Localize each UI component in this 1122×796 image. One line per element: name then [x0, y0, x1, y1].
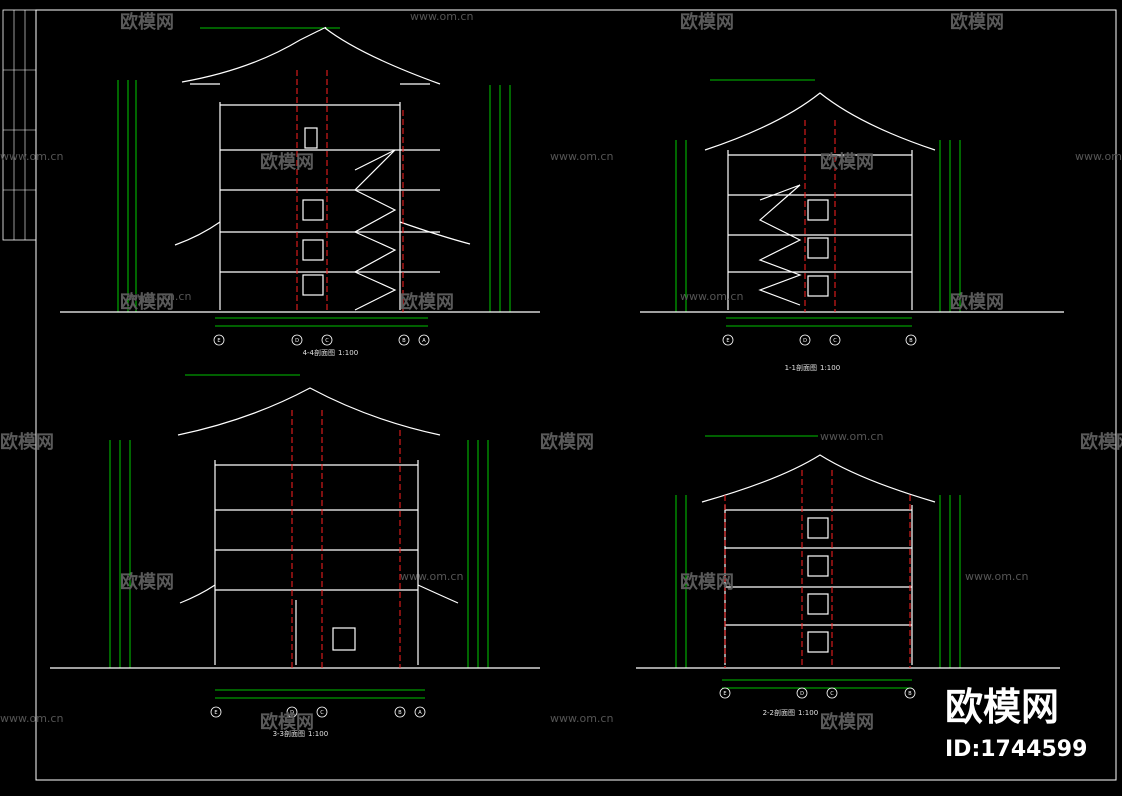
watermark-brand: 欧模网: [820, 151, 874, 173]
watermark-url: www.om.cn: [1075, 150, 1122, 163]
axis-label: D: [803, 338, 807, 344]
axis-label: C: [833, 338, 837, 344]
watermark-brand: 欧模网: [400, 291, 454, 313]
axis-label: B: [398, 710, 402, 716]
axis-label: E: [214, 710, 217, 716]
axis-label: A: [422, 338, 426, 344]
section-title: 1-1剖面图: [785, 363, 817, 372]
watermark-brand: 欧模网: [0, 431, 54, 453]
title-strip-grid: [3, 10, 36, 240]
axis-label: C: [320, 710, 324, 716]
watermark-brand: 欧模网: [950, 11, 1004, 33]
axis-label: D: [800, 691, 804, 697]
watermark-brand: 欧模网: [120, 11, 174, 33]
section-scale: 1:100: [308, 730, 328, 738]
section-2-2-drawing: [636, 435, 1060, 699]
axis-label: A: [418, 710, 422, 716]
axis-label: D: [295, 338, 299, 344]
section-title: 3-3剖面图: [273, 729, 305, 738]
brand-logo-text: 欧模网: [945, 685, 1059, 729]
watermark-brand: 欧模网: [1080, 431, 1122, 453]
section-title: 2-2剖面图: [763, 708, 795, 717]
watermark-brand: 欧模网: [120, 291, 174, 313]
axis-label: B: [908, 691, 912, 697]
axis-label: C: [830, 691, 834, 697]
title-strip: [2, 9, 37, 241]
watermark-url: www.om.cn: [0, 712, 63, 725]
section-title: 4-4剖面图: [303, 348, 335, 357]
watermark-brand: 欧模网: [260, 151, 314, 173]
watermark-layer: 欧模网 欧模网 欧模网 欧模网 欧模网 欧模网 欧模网 欧模网 欧模网 欧模网 …: [0, 10, 1122, 733]
axis-label: C: [325, 338, 329, 344]
watermark-url: www.om.cn: [128, 290, 191, 303]
axis-label: E: [723, 691, 726, 697]
watermark-url: www.om.cn: [550, 712, 613, 725]
watermark-brand: 欧模网: [260, 711, 314, 733]
watermark-url: www.om.cn: [400, 570, 463, 583]
watermark-brand: 欧模网: [540, 431, 594, 453]
section-4-4-drawing: [60, 26, 540, 346]
section-scale: 1:100: [338, 349, 358, 357]
axis-label: B: [402, 338, 406, 344]
watermark-url: www.om.cn: [965, 570, 1028, 583]
section-scale: 1:100: [798, 709, 818, 717]
watermark-brand: 欧模网: [680, 11, 734, 33]
section-scale: 1:100: [820, 364, 840, 372]
axis-label: E: [217, 338, 220, 344]
watermark-brand: 欧模网: [950, 291, 1004, 313]
watermark-brand: 欧模网: [680, 571, 734, 593]
watermark-url: www.om.cn: [820, 430, 883, 443]
section-3-3-drawing: [50, 374, 540, 718]
image-id-label: ID:1744599: [945, 737, 1087, 762]
axis-label: B: [909, 338, 913, 344]
watermark-url: www.om.cn: [680, 290, 743, 303]
axis-label: D: [290, 710, 294, 716]
watermark-brand: 欧模网: [120, 571, 174, 593]
axis-label: E: [726, 338, 729, 344]
watermark-url: www.om.cn: [410, 10, 473, 23]
watermark-url: www.om.cn: [550, 150, 613, 163]
sheet-border: [35, 9, 1117, 781]
section-1-1-drawing: [640, 79, 1064, 346]
watermark-brand: 欧模网: [820, 711, 874, 733]
watermark-url: www.om.cn: [0, 150, 63, 163]
